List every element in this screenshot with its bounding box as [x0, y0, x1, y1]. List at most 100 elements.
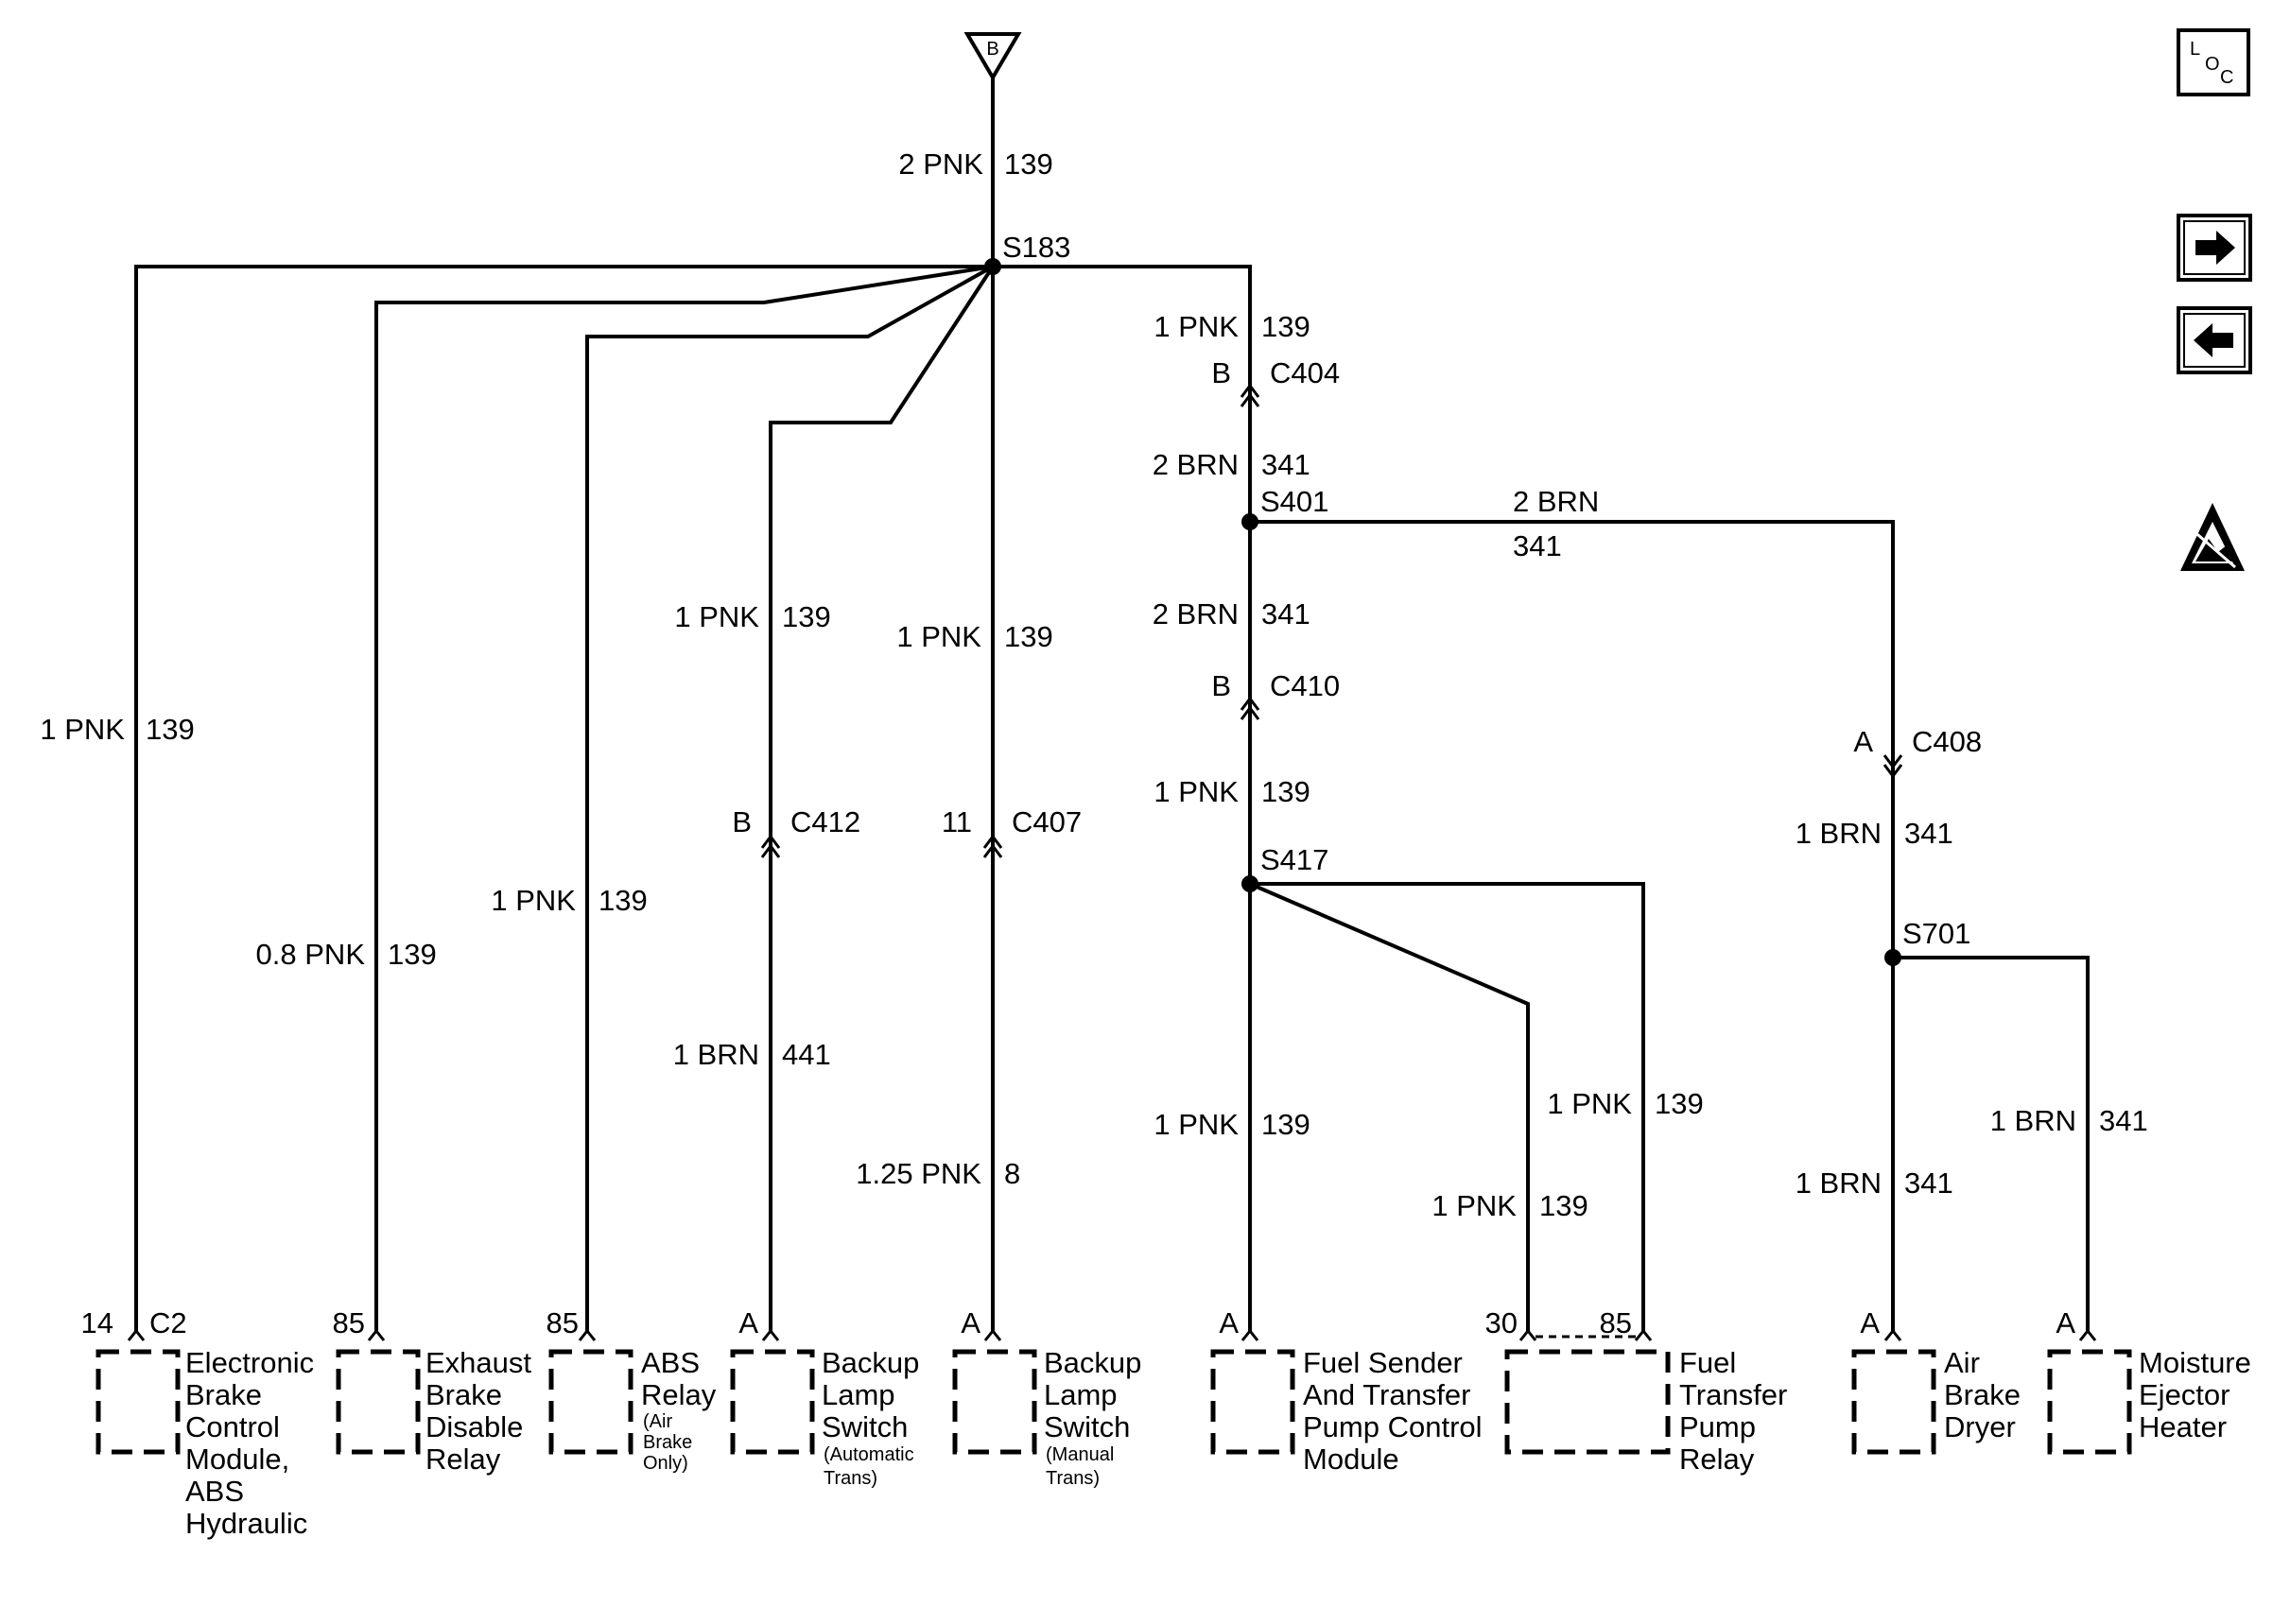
moisture-wire	[1893, 956, 2090, 1333]
moisture-box	[2047, 1349, 2132, 1455]
loc-l: L	[2190, 39, 2200, 60]
power-source-b: B	[963, 32, 1022, 81]
exhaust-wire	[374, 265, 994, 1333]
c410-down-gauge: 1 PNK	[1154, 775, 1239, 808]
exhaust-wire-circuit: 139	[388, 938, 437, 971]
fuel-sender-pin: A	[1219, 1306, 1239, 1339]
s401-down-circuit: 341	[1261, 597, 1310, 631]
right-trunk-wire	[993, 265, 1252, 1333]
ebcm-line-2: Brake	[185, 1378, 262, 1411]
c410-down-circuit: 139	[1261, 775, 1310, 808]
esd-warning-icon[interactable]	[2180, 503, 2245, 571]
ebcm-wire	[134, 265, 993, 1333]
s401-branch-gauge: 2 BRN	[1513, 485, 1599, 518]
component-fuel-relay[interactable]: 30 85 Fuel Transfer Pump Relay	[1485, 1306, 1788, 1476]
backup-auto-note-1: (Automatic	[824, 1444, 914, 1465]
moisture-gauge: 1 BRN	[1990, 1104, 2076, 1137]
air-dryer-line-3: Dryer	[1944, 1410, 2016, 1443]
next-arrow-icon[interactable]	[2177, 214, 2252, 282]
fuel-sender-circuit: 139	[1261, 1108, 1310, 1141]
component-abs-relay[interactable]: 85 ABS Relay (Air Brake Only)	[547, 1306, 717, 1474]
moisture-circuit: 341	[2099, 1104, 2148, 1137]
ebcm-wire-gauge: 1 PNK	[40, 713, 125, 746]
backup-manual-lower-gauge: 1.25 PNK	[856, 1157, 981, 1190]
c412-name: C412	[790, 805, 860, 838]
splice-s417-dot	[1241, 875, 1258, 892]
backup-auto-lower-circuit: 441	[782, 1038, 831, 1071]
c407-pin: 11	[942, 805, 972, 838]
fuel-sender-line-4: Module	[1303, 1443, 1399, 1476]
air-dryer-line-1: Air	[1944, 1346, 1980, 1379]
air-dryer-line-2: Brake	[1944, 1378, 2021, 1411]
fuel-relay-line-1: Fuel	[1679, 1346, 1736, 1379]
fuel-sender-box	[1210, 1349, 1295, 1455]
splice-s401-label: S401	[1260, 485, 1328, 518]
component-air-dryer[interactable]: A Air Brake Dryer	[1851, 1306, 2021, 1455]
exhaust-wire-gauge: 0.8 PNK	[256, 938, 366, 971]
fuel-relay-line-4: Relay	[1679, 1443, 1755, 1476]
prev-arrow-icon[interactable]	[2177, 306, 2252, 374]
abs-note-1: (Air	[643, 1411, 672, 1432]
fuel-sender-line-3: Pump Control	[1303, 1410, 1483, 1443]
splice-s701-dot	[1884, 949, 1901, 966]
air-dryer-box	[1851, 1349, 1936, 1455]
backup-manual-line-2: Lamp	[1044, 1378, 1118, 1411]
component-backup-auto[interactable]: A Backup Lamp Switch (Automatic Trans)	[730, 1306, 919, 1489]
component-exhaust-relay[interactable]: 85 Exhaust Brake Disable Relay	[333, 1306, 532, 1476]
component-moisture-heater[interactable]: A Moisture Ejector Heater	[2047, 1306, 2251, 1455]
relay-30-wire	[1249, 882, 1530, 1333]
relay-30-gauge: 1 PNK	[1431, 1189, 1517, 1222]
backup-auto-line-1: Backup	[822, 1346, 919, 1379]
exhaust-pin: 85	[333, 1306, 365, 1339]
fuel-relay-box	[1504, 1349, 1671, 1455]
ebcm-line-1: Electronic	[185, 1346, 314, 1379]
fuel-sender-line-1: Fuel Sender	[1303, 1346, 1463, 1379]
backup-auto-pin: A	[738, 1306, 758, 1339]
ebcm-connector: C2	[149, 1306, 187, 1339]
c412-pin: B	[732, 805, 752, 838]
source-label: B	[986, 39, 998, 60]
exhaust-line-4: Relay	[425, 1443, 501, 1476]
wires	[134, 76, 2090, 1333]
abs-box	[548, 1349, 633, 1455]
exhaust-line-3: Disable	[425, 1410, 523, 1443]
moisture-line-3: Heater	[2139, 1410, 2227, 1443]
backup-auto-box	[730, 1349, 815, 1455]
splices: S183 S401 S417 S701	[984, 231, 1970, 966]
fuel-sender-gauge: 1 PNK	[1154, 1108, 1239, 1141]
right-top-circuit: 139	[1261, 310, 1310, 343]
backup-auto-upper-gauge: 1 PNK	[674, 600, 759, 633]
abs-pin: 85	[547, 1306, 579, 1339]
abs-line-2: Relay	[641, 1378, 717, 1411]
s401-in-gauge: 2 BRN	[1153, 448, 1239, 481]
splice-s183-label: S183	[1002, 231, 1070, 264]
c407-name: C407	[1012, 805, 1082, 838]
fuel-relay-pin-30: 30	[1485, 1306, 1518, 1339]
backup-manual-note-2: Trans)	[1046, 1468, 1100, 1489]
sidebar-icons: L O C	[2177, 28, 2252, 571]
component-ebcm[interactable]: 14 C2 Electronic Brake Control Module, A…	[81, 1306, 315, 1540]
backup-manual-line-3: Switch	[1044, 1410, 1130, 1443]
wire-labels: 2 PNK 139 1 PNK 139 0.8 PNK 139 1 PNK 13…	[40, 147, 2147, 1222]
ebcm-line-4: Module,	[185, 1443, 289, 1476]
abs-line-1: ABS	[641, 1346, 700, 1379]
loc-c: C	[2220, 67, 2233, 88]
ebcm-line-5: ABS	[185, 1475, 244, 1508]
component-fuel-sender[interactable]: A Fuel Sender And Transfer Pump Control …	[1210, 1306, 1483, 1476]
ebcm-pin: 14	[81, 1306, 113, 1339]
loc-icon[interactable]: L O C	[2177, 28, 2250, 96]
abs-wire	[585, 265, 994, 1333]
relay-85-gauge: 1 PNK	[1547, 1087, 1632, 1120]
c404-pin: B	[1211, 356, 1231, 389]
loc-o: O	[2205, 54, 2220, 75]
c410-pin: B	[1211, 669, 1231, 702]
backup-manual-box	[952, 1349, 1037, 1455]
moisture-pin: A	[2056, 1306, 2075, 1339]
source-triangle-icon	[963, 32, 1022, 81]
c408-name: C408	[1912, 725, 1982, 758]
component-backup-manual[interactable]: A Backup Lamp Switch (Manual Trans)	[952, 1306, 1141, 1489]
abs-note-2: Brake	[643, 1432, 692, 1453]
backup-manual-line-1: Backup	[1044, 1346, 1141, 1379]
backup-auto-line-3: Switch	[822, 1410, 908, 1443]
splice-s417-label: S417	[1260, 843, 1328, 876]
